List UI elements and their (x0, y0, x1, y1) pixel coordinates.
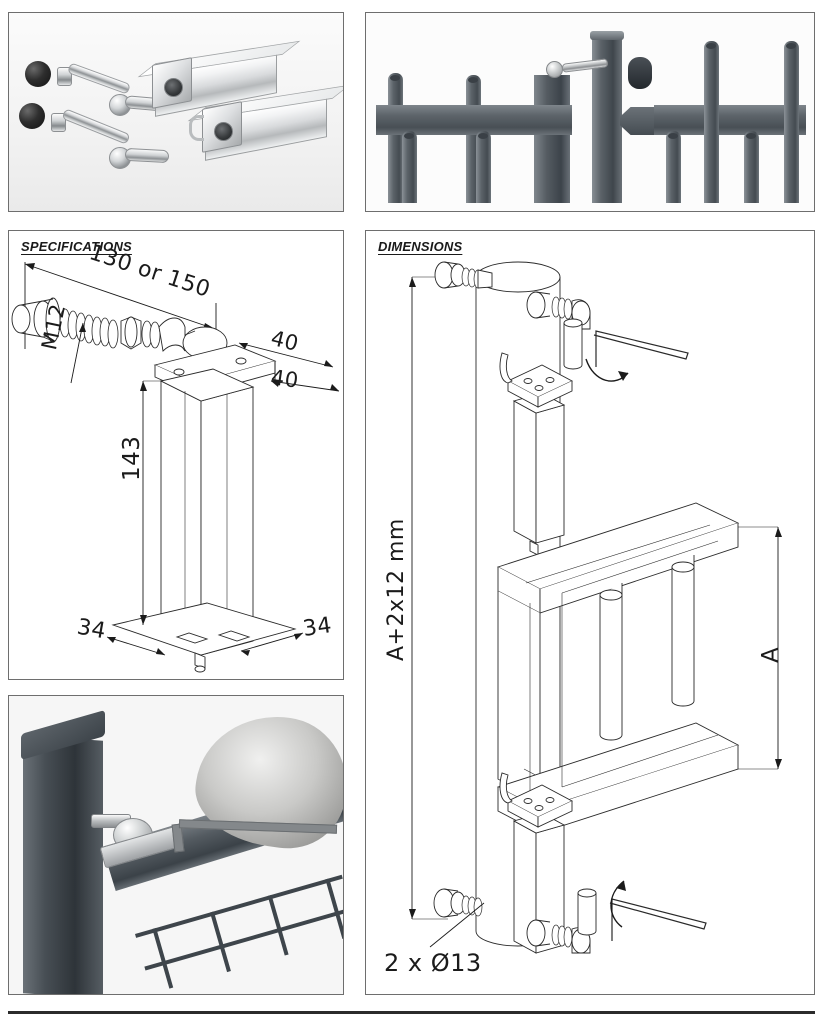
gate-stile (534, 75, 570, 203)
specifications-title: SPECIFICATIONS (21, 239, 132, 254)
threaded-bolt-geometry (11, 297, 228, 360)
dim-leader-m12 (70, 322, 86, 384)
threaded-shaft (61, 108, 131, 145)
hinge-body-column (159, 368, 255, 656)
hinge-ball (546, 61, 563, 78)
lower-hinge-pin (526, 888, 597, 954)
lower-allen-key (609, 898, 707, 941)
dim-lines-40 (238, 342, 340, 392)
black-knob-icon (19, 103, 45, 129)
lever-arm (124, 147, 170, 164)
retaining-hook (189, 115, 204, 141)
upper-hinge-body (499, 352, 574, 556)
dim-line-gate-leaf (738, 526, 782, 770)
dim-line-overall (409, 276, 448, 920)
hinge-pin-2 (17, 95, 177, 175)
dim-label-holes: 2 x Ø13 (384, 949, 482, 977)
upper-hinge-pin (526, 291, 591, 370)
dim-line-143 (140, 380, 161, 625)
dimensions-drawing: A+2x12 mm A 2 x Ø13 (366, 231, 814, 994)
threaded-shaft (67, 62, 131, 95)
dimensions-title: DIMENSIONS (378, 239, 463, 254)
pivot-hole (214, 122, 233, 141)
dim-label-depth-top: 40 (269, 365, 301, 393)
black-knob-icon (25, 61, 51, 87)
dim-label-gate-leaf: A (758, 646, 784, 663)
fence-picket (476, 131, 491, 203)
dim-label-base-left: 34 (75, 614, 108, 645)
fence-picket (784, 41, 799, 203)
hinge-pin-1 (23, 53, 173, 123)
fence-picket (704, 41, 719, 203)
fence-picket (666, 131, 681, 203)
upper-rotation-arrow (585, 358, 629, 382)
dim-label-base-right: 34 (301, 613, 334, 642)
gate-post (23, 735, 103, 994)
lower-hinge-body (499, 772, 574, 954)
hinge-body-1 (137, 40, 301, 117)
pin-end-cap (628, 57, 652, 89)
fence-picket (402, 131, 417, 203)
hinge-kit-photo-panel (8, 12, 344, 212)
hinge-body-2 (187, 84, 343, 161)
fence-rail-right (654, 105, 806, 135)
gate-frame-geometry (496, 502, 740, 834)
footer-divider (8, 1011, 815, 1014)
installed-gate-photo-panel (365, 12, 815, 212)
dim-leader-holes (429, 902, 485, 948)
allen-key-adjustment-photo-panel (8, 695, 344, 995)
mesh-bar (325, 878, 343, 940)
lower-rotation-arrow (610, 880, 626, 928)
post-cap (590, 31, 624, 40)
fence-picket (388, 73, 403, 203)
gate-infill-pickets (599, 555, 695, 741)
dim-lines-34 (106, 632, 304, 656)
top-through-bolt (434, 261, 493, 289)
bottom-through-bolt (433, 888, 483, 918)
dimensions-panel: DIMENSIONS (365, 230, 815, 995)
gate-rail (516, 105, 572, 135)
dim-label-overall: A+2x12 mm (384, 518, 409, 661)
base-plate-geometry (111, 602, 297, 673)
fence-picket (744, 131, 759, 203)
pivot-hole (164, 78, 183, 97)
upper-allen-key (593, 330, 689, 367)
dim-label-height: 143 (119, 435, 145, 481)
specifications-drawing: 130 or 150 M12 40 40 143 34 34 (9, 231, 343, 679)
specifications-panel: SPECIFICATIONS (8, 230, 344, 680)
